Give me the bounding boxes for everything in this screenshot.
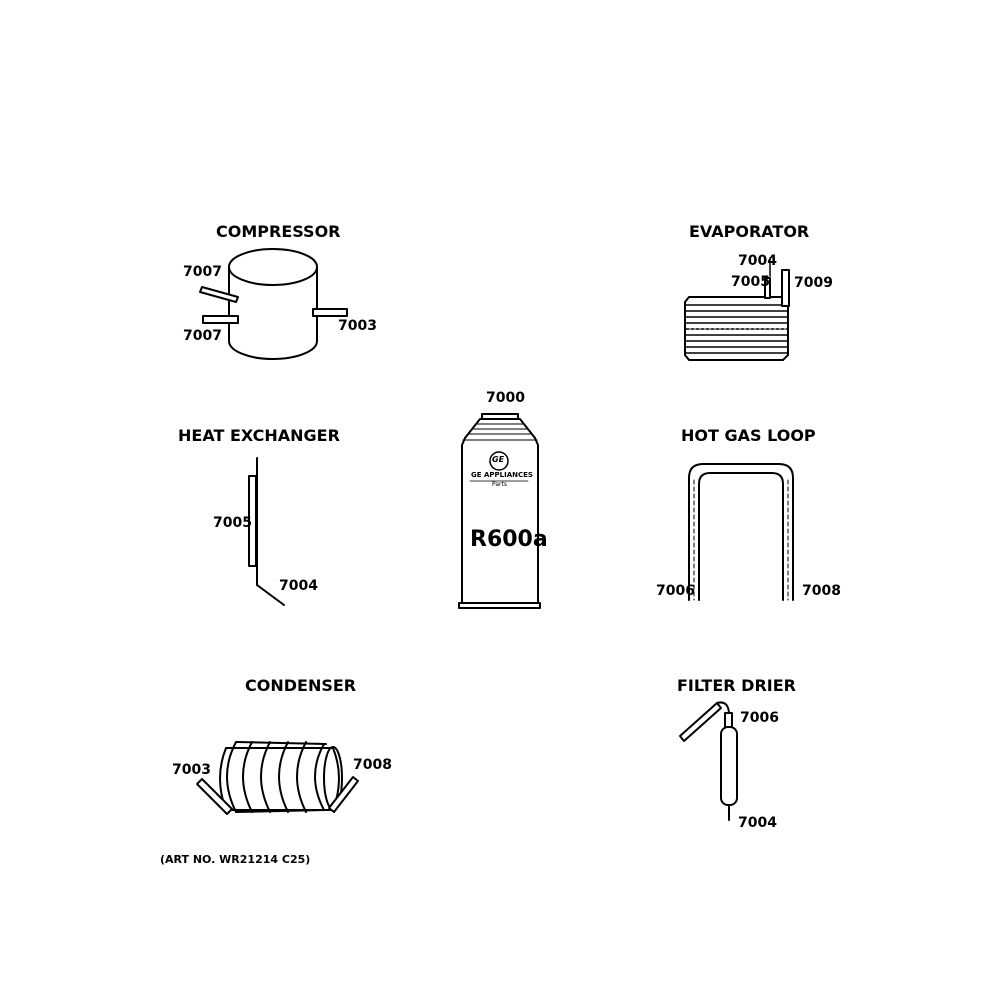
evaporator-part[interactable] — [684, 257, 790, 361]
condenser-title: CONDENSER — [245, 676, 357, 695]
ge-logo-icon — [489, 451, 509, 471]
callout-condenser-right: 7008 — [353, 757, 392, 773]
callout-compressor-right: 7003 — [338, 318, 377, 334]
callout-filter-drier-bottom: 7004 — [738, 815, 777, 831]
callout-evaporator-a: 7004 — [738, 253, 777, 269]
can-brand: GE APPLIANCES — [471, 471, 533, 479]
compressor-title: COMPRESSOR — [216, 222, 341, 241]
art-number: (ART NO. WR21214 C25) — [160, 853, 311, 866]
condenser-part[interactable] — [196, 741, 359, 815]
refrigerant-can[interactable] — [458, 413, 541, 609]
callout-heat-exchanger-a: 7005 — [213, 515, 252, 531]
heat-exchanger-part[interactable] — [248, 457, 285, 606]
callout-heat-exchanger-b: 7004 — [279, 578, 318, 594]
callout-hot-gas-left: 7006 — [656, 583, 695, 599]
callout-compressor-top: 7007 — [183, 264, 222, 280]
filter-drier-part[interactable] — [679, 701, 738, 821]
heat-exchanger-title: HEAT EXCHANGER — [178, 426, 340, 445]
filter-drier-title: FILTER DRIER — [677, 676, 796, 695]
callout-compressor-bottom: 7007 — [183, 328, 222, 344]
can-product: R600a — [470, 527, 548, 552]
ge-logo-text: GE — [492, 455, 505, 464]
evaporator-title: EVAPORATOR — [689, 222, 810, 241]
can-sub: Parts — [492, 481, 507, 488]
hot-gas-loop-title: HOT GAS LOOP — [681, 426, 816, 445]
callout-hot-gas-right: 7008 — [802, 583, 841, 599]
hot-gas-loop-part[interactable] — [688, 463, 794, 601]
callout-refrigerant: 7000 — [486, 390, 525, 406]
callout-evaporator-b: 7005 — [731, 274, 770, 290]
callout-condenser-left: 7003 — [172, 762, 211, 778]
callout-evaporator-c: 7009 — [794, 275, 833, 291]
compressor-part[interactable] — [199, 248, 348, 360]
callout-filter-drier-top: 7006 — [740, 710, 779, 726]
